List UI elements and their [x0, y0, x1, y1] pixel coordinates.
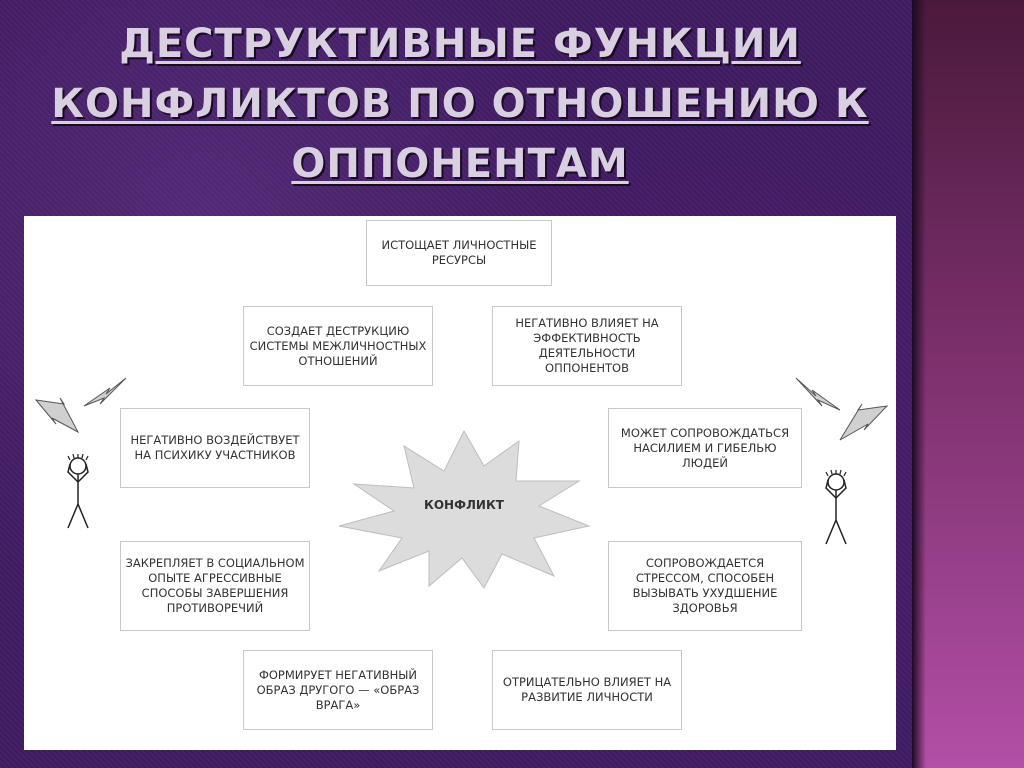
right-decorative-band — [912, 0, 1024, 768]
title-line-1: ДЕСТРУКТИВНЫЕ ФУНКЦИИ — [119, 21, 801, 67]
right-lightning-icon — [795, 377, 889, 441]
title-line-2: КОНФЛИКТОВ ПО ОТНОШЕНИЮ К — [51, 81, 869, 127]
conflict-center-label: КОНФЛИКТ — [424, 498, 504, 512]
left-stick-figure-icon — [67, 454, 89, 529]
node-stress: СОПРОВОЖДАЕТСЯ СТРЕССОМ, СПОСОБЕН ВЫЗЫВА… — [608, 541, 802, 631]
node-violence: МОЖЕТ СОПРОВОЖДАТЬСЯ НАСИЛИЕМ И ГИБЕЛЬЮ … — [608, 408, 802, 488]
node-depletes-resources: ИСТОЩАЕТ ЛИЧНОСТНЫЕ РЕСУРСЫ — [366, 220, 552, 286]
left-lightning-icon — [34, 377, 127, 434]
right-stick-figure-icon — [825, 470, 847, 545]
node-personality: ОТРИЦАТЕЛЬНО ВЛИЯЕТ НА РАЗВИТИЕ ЛИЧНОСТИ — [492, 650, 682, 730]
node-enemy-image: ФОРМИРУЕТ НЕГАТИВНЫЙ ОБРАЗ ДРУГОГО — «ОБ… — [243, 650, 433, 730]
conflict-burst-shape — [338, 429, 591, 589]
node-aggressive-ways: ЗАКРЕПЛЯЕТ В СОЦИАЛЬНОМ ОПЫТЕ АГРЕССИВНЫ… — [120, 541, 310, 631]
node-efficiency: НЕГАТИВНО ВЛИЯЕТ НА ЭФФЕКТИВНОСТЬ ДЕЯТЕЛ… — [492, 306, 682, 386]
diagram-panel: КОНФЛИКТ ИСТОЩАЕТ ЛИЧНОСТНЫЕ РЕСУРСЫ СОЗ… — [24, 216, 896, 750]
node-psyche: НЕГАТИВНО ВОЗДЕЙСТВУЕТ НА ПСИХИКУ УЧАСТН… — [120, 408, 310, 488]
node-destroys-relations: СОЗДАЕТ ДЕСТРУКЦИЮ СИСТЕМЫ МЕЖЛИЧНОСТНЫХ… — [243, 306, 433, 386]
slide-title: ДЕСТРУКТИВНЫЕ ФУНКЦИИ КОНФЛИКТОВ ПО ОТНО… — [20, 14, 900, 194]
title-line-3: ОППОНЕНТАМ — [291, 141, 629, 187]
